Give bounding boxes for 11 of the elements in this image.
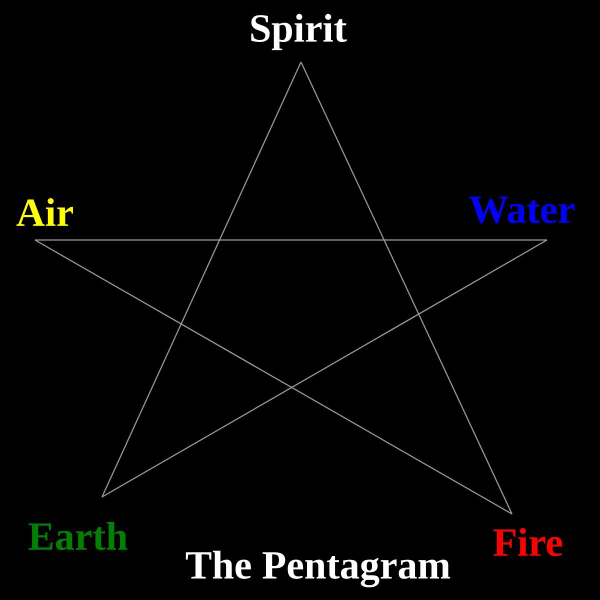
vertex-label: Fire xyxy=(494,528,562,556)
vertex-label: Water xyxy=(469,196,574,224)
pentagram-line xyxy=(102,239,548,498)
pentagram-line xyxy=(101,62,302,498)
pentagram-line xyxy=(35,239,547,241)
vertex-label: Air xyxy=(16,198,74,226)
pentagram-line xyxy=(34,239,512,515)
diagram-title: The Pentagram xyxy=(186,550,450,588)
vertex-label: Spirit xyxy=(251,14,347,50)
vertex-label: Earth xyxy=(28,522,128,550)
pentagram-line xyxy=(300,62,513,514)
